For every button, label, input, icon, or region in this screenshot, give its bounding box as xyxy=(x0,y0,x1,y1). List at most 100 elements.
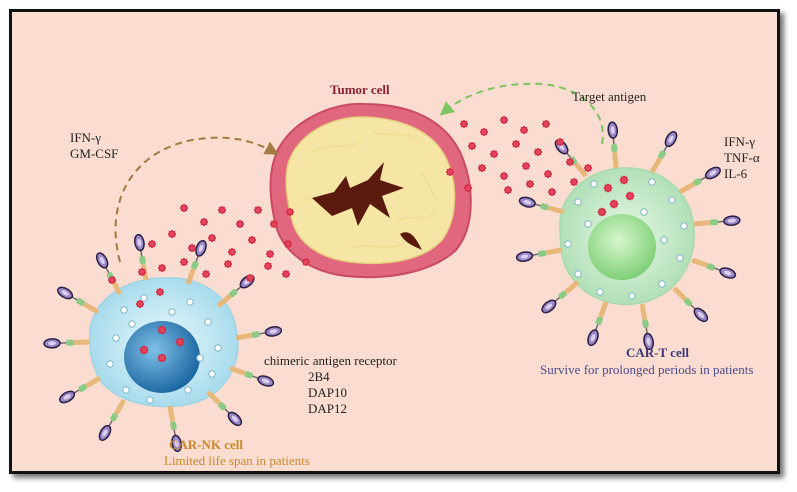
diagram-frame: Tumor cell Target antigen IFN-γ GM-CSF I… xyxy=(9,9,780,474)
released-cytotoxic-granules xyxy=(107,115,593,309)
granule xyxy=(547,187,557,197)
car-receptor xyxy=(515,247,563,262)
granule xyxy=(445,167,455,177)
granule xyxy=(597,207,607,217)
receptor-domain: DAP12 xyxy=(308,401,348,416)
vesicle xyxy=(640,208,648,216)
vesicle xyxy=(660,236,668,244)
vesicle xyxy=(668,196,676,204)
vesicle xyxy=(140,294,148,302)
granule xyxy=(489,149,499,159)
tumor-cell-label: Tumor cell xyxy=(330,82,390,97)
granule xyxy=(217,205,227,215)
granule xyxy=(179,203,189,213)
granule xyxy=(511,139,521,149)
receptor-title: chimeric antigen receptor xyxy=(264,353,397,368)
car-t-cell xyxy=(515,121,741,351)
nk-cytokine: IFN-γ xyxy=(70,130,102,145)
vesicle xyxy=(168,308,176,316)
granule xyxy=(139,345,149,355)
target-antigen-arrow xyxy=(439,82,604,145)
car-receptor xyxy=(691,258,737,279)
t-cytokine: IL-6 xyxy=(724,166,748,181)
granule xyxy=(477,163,487,173)
diagram-canvas xyxy=(43,82,741,453)
granule xyxy=(569,177,579,187)
car-receptor xyxy=(186,239,207,285)
t-granules xyxy=(597,175,635,217)
vesicle xyxy=(196,354,204,362)
car-receptor xyxy=(587,301,608,347)
granule xyxy=(609,199,619,209)
vesicle xyxy=(146,396,154,404)
granule xyxy=(157,325,167,335)
target-antigen-label: Target antigen xyxy=(572,89,647,104)
vesicle xyxy=(596,288,604,296)
nk-car-receptors xyxy=(43,233,283,453)
car-receptor xyxy=(57,286,99,314)
vesicle xyxy=(648,178,656,186)
granule xyxy=(519,125,529,135)
car-receptor xyxy=(679,166,721,194)
receptor-domain: DAP10 xyxy=(308,385,348,400)
granule xyxy=(157,263,167,273)
vesicle xyxy=(584,220,592,228)
granule xyxy=(525,179,535,189)
granule xyxy=(247,235,257,245)
t-cell-nucleus xyxy=(588,214,656,280)
vesicle xyxy=(574,198,582,206)
granule xyxy=(603,183,613,193)
granule xyxy=(499,115,509,125)
granule xyxy=(467,141,477,151)
granule xyxy=(269,219,279,229)
vesicle xyxy=(564,240,572,248)
vesicle xyxy=(628,292,636,300)
car-t-title: CAR-T cell xyxy=(626,345,689,360)
granule xyxy=(281,269,291,279)
car-receptor xyxy=(518,196,565,215)
vesicle xyxy=(208,370,216,378)
car-receptor xyxy=(693,215,741,227)
granule xyxy=(157,353,167,363)
vesicle xyxy=(214,344,222,352)
granule xyxy=(521,161,531,171)
receptor-domain: 2B4 xyxy=(308,369,330,384)
vesicle xyxy=(680,222,688,230)
granule xyxy=(541,119,551,129)
car-receptor xyxy=(167,405,182,453)
car-receptor xyxy=(229,366,275,387)
granule xyxy=(265,249,275,259)
vesicle xyxy=(590,180,598,188)
tumor-cell xyxy=(269,102,472,279)
vesicle xyxy=(676,254,684,262)
car-nk-subtitle: Limited life span in patients xyxy=(164,453,310,468)
granule xyxy=(533,147,543,157)
granule xyxy=(619,175,629,185)
t-vesicles xyxy=(564,178,688,300)
granule xyxy=(147,239,157,249)
car-nk-cell xyxy=(43,233,283,453)
granule xyxy=(167,229,177,239)
nk-granules xyxy=(139,325,185,363)
granule xyxy=(245,273,255,283)
car-nk-title: CAR-NK cell xyxy=(169,437,244,452)
car-receptor xyxy=(650,131,678,173)
vesicle xyxy=(574,270,582,278)
vesicle xyxy=(186,298,194,306)
car-receptor xyxy=(672,286,709,323)
granule xyxy=(201,269,211,279)
granule xyxy=(155,287,165,297)
nk-cytokine-arrow xyxy=(114,136,279,263)
granule xyxy=(555,137,565,147)
car-t-subtitle: Survive for prolonged periods in patient… xyxy=(540,362,754,377)
vesicle xyxy=(658,280,666,288)
nk-receptor-description: chimeric antigen receptor 2B4 DAP10 DAP1… xyxy=(264,353,397,417)
car-receptor xyxy=(235,326,283,341)
granule xyxy=(543,169,553,179)
vesicle xyxy=(112,334,120,342)
t-cytokine: TNF-α xyxy=(724,150,760,165)
granule xyxy=(235,219,245,229)
granule xyxy=(227,247,237,257)
car-receptor xyxy=(607,121,619,169)
nk-cytokine: GM-CSF xyxy=(70,146,119,161)
